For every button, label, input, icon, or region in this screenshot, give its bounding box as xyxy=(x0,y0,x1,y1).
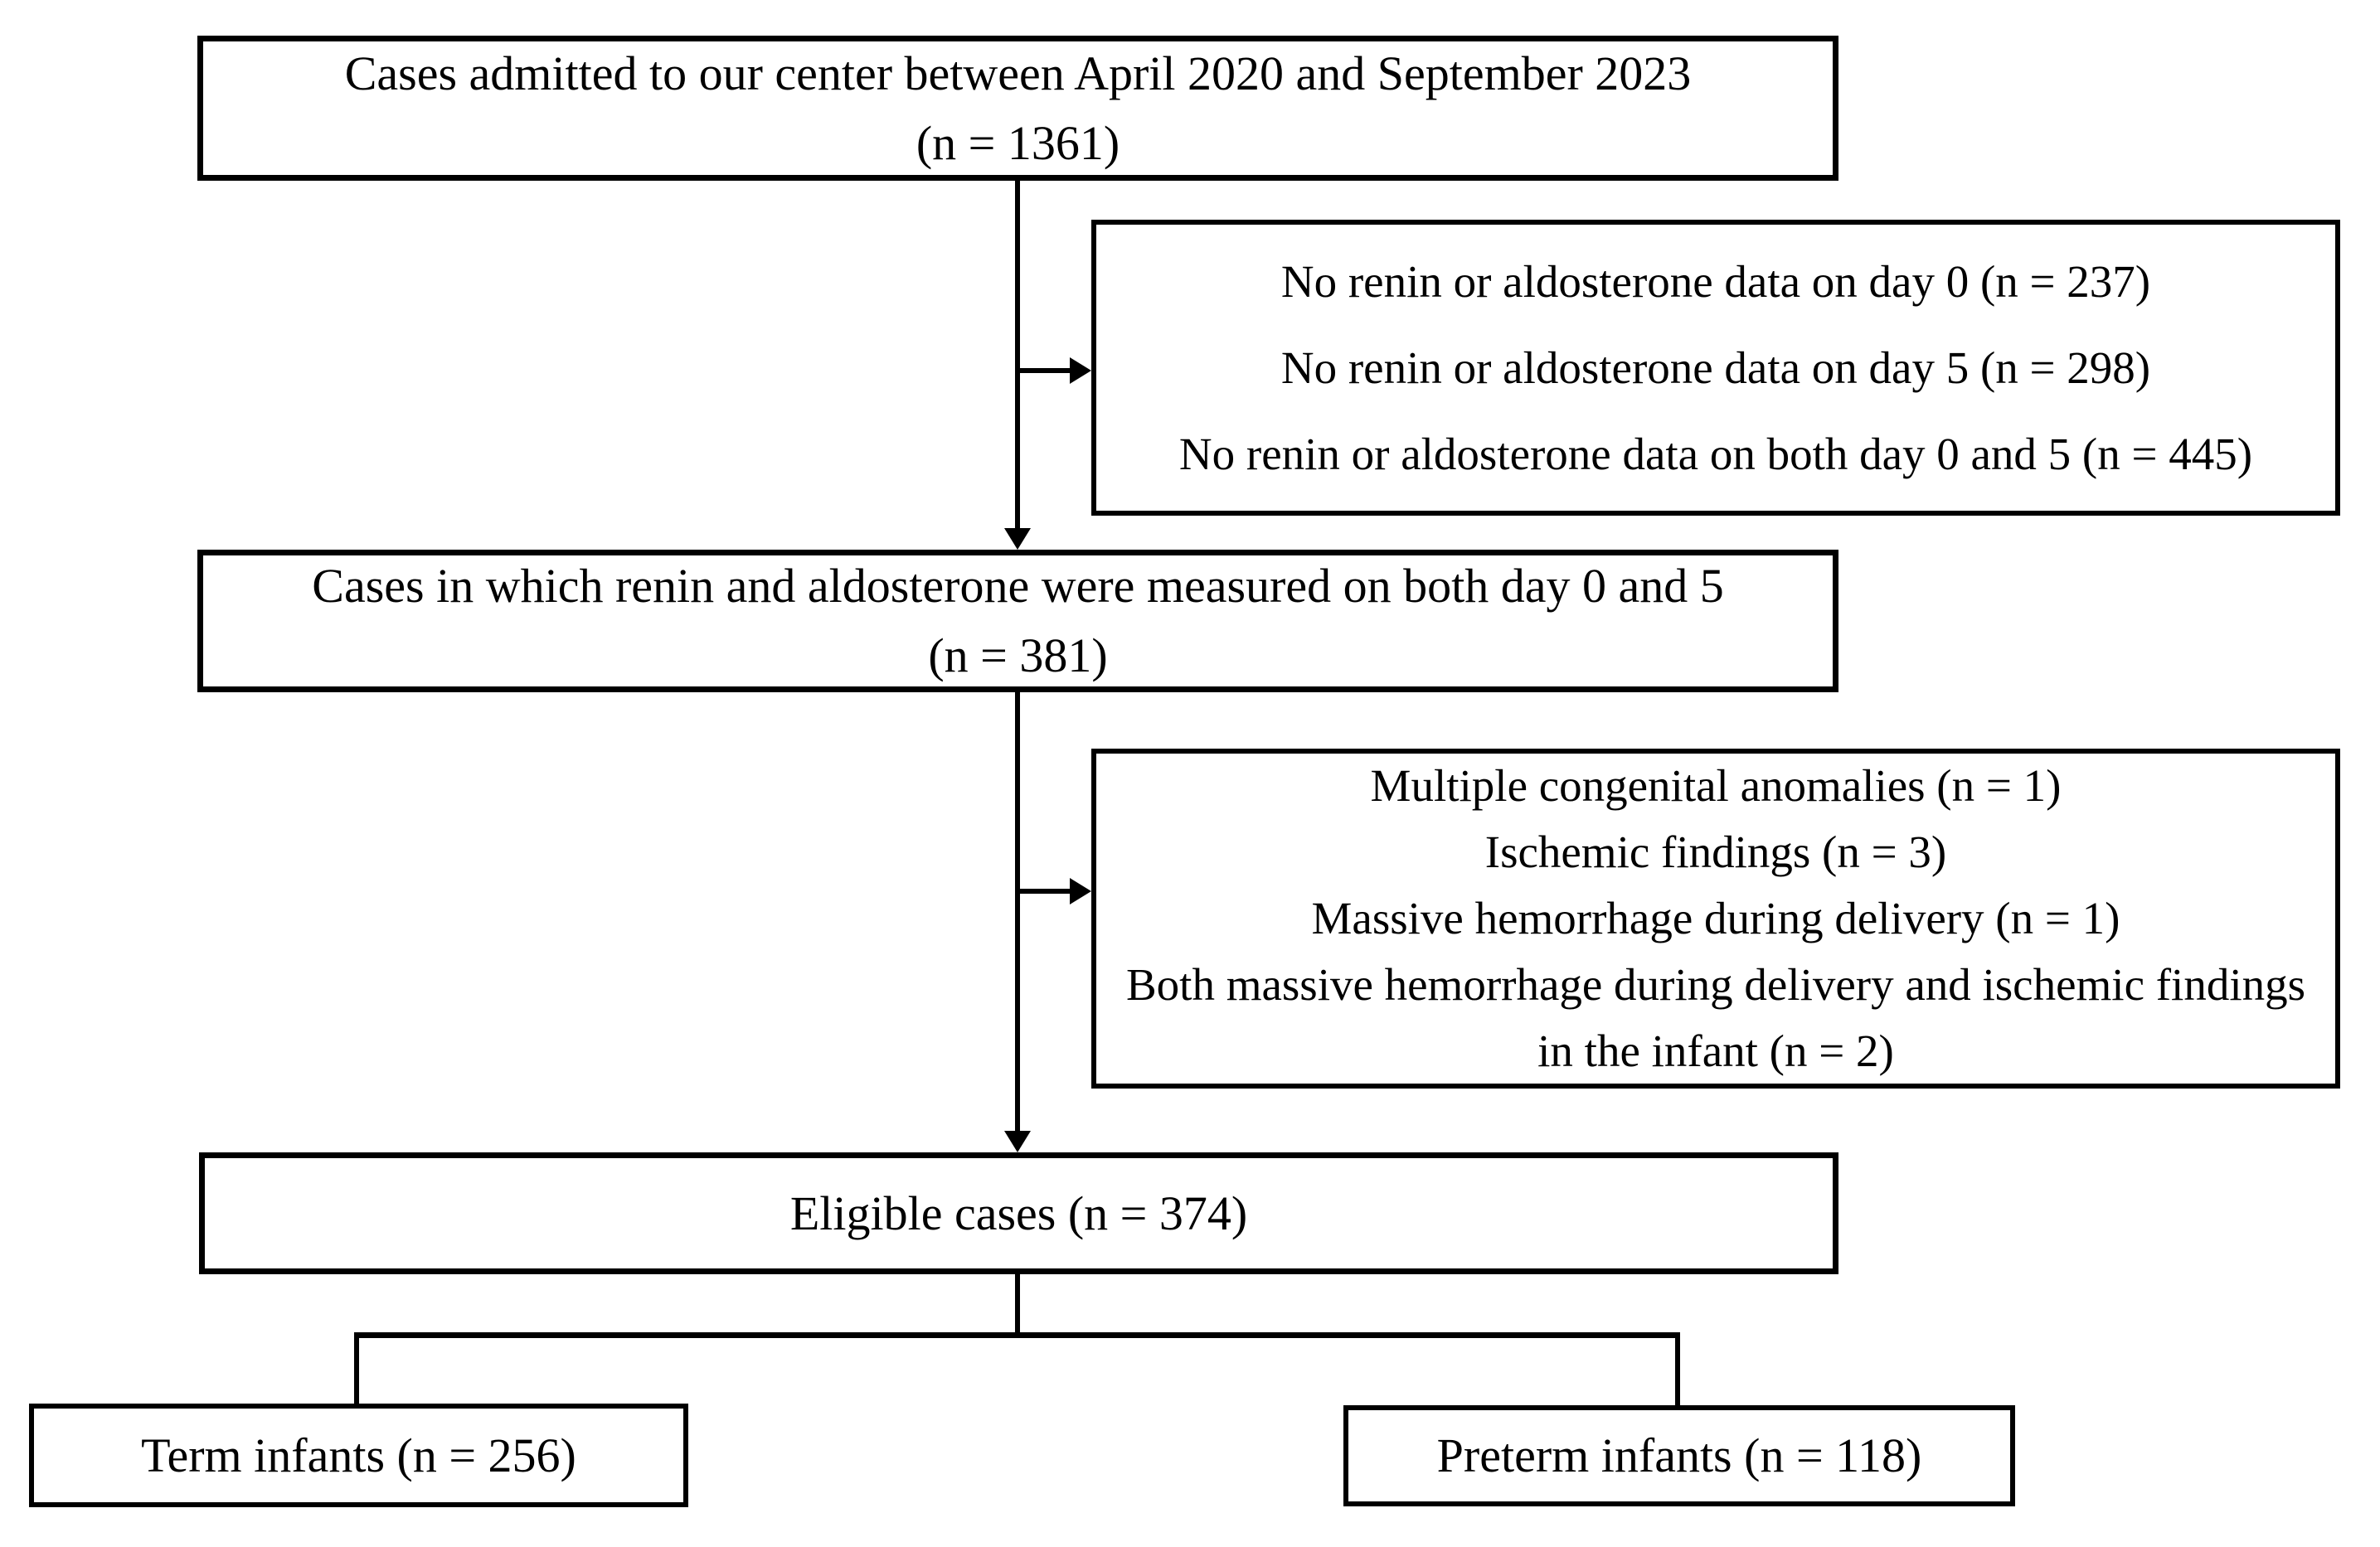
admitted-cases-text: Cases admitted to our center between Apr… xyxy=(344,46,1692,100)
exclusion-line: Both massive hemorrhage during delivery … xyxy=(1125,959,2306,1076)
exclusion-line: No renin or aldosterone data on both day… xyxy=(1178,428,2253,479)
node-exclusion-clinical: Multiple congenital anomalies (n = 1) Is… xyxy=(1091,749,2340,1089)
connector-measured-to-eligible xyxy=(1015,690,1020,1132)
arrowhead-into-measured xyxy=(1004,528,1031,550)
admitted-cases-count: (n = 1361) xyxy=(916,115,1120,170)
node-exclusion-missing-data: No renin or aldosterone data on day 0 (n… xyxy=(1091,220,2340,516)
exclusion-line: Ischemic findings (n = 3) xyxy=(1484,827,1947,877)
arrowhead-into-eligible xyxy=(1004,1131,1031,1152)
exclusion-line: No renin or aldosterone data on day 5 (n… xyxy=(1280,342,2151,393)
node-preterm-infants: Preterm infants (n = 118) xyxy=(1343,1405,2015,1506)
node-measured-cases: Cases in which renin and aldosterone wer… xyxy=(197,550,1838,692)
node-eligible-cases: Eligible cases (n = 374) xyxy=(199,1152,1838,1274)
preterm-infants-label: Preterm infants (n = 118) xyxy=(1436,1428,1922,1482)
measured-cases-text: Cases in which renin and aldosterone wer… xyxy=(312,559,1724,613)
connector-branch-exclusion2 xyxy=(1015,889,1071,894)
arrowhead-into-exclusion2 xyxy=(1070,878,1091,904)
exclusion-line: Massive hemorrhage during delivery (n = … xyxy=(1311,893,2120,943)
eligible-cases-label: Eligible cases (n = 374) xyxy=(789,1186,1248,1240)
node-term-infants: Term infants (n = 256) xyxy=(29,1404,688,1507)
node-admitted-cases: Cases admitted to our center between Apr… xyxy=(197,36,1838,181)
connector-drop-term xyxy=(354,1332,359,1405)
connector-eligible-stem xyxy=(1015,1272,1020,1337)
arrowhead-into-exclusion1 xyxy=(1070,357,1091,384)
measured-cases-count: (n = 381) xyxy=(928,628,1108,682)
connector-split-horizontal xyxy=(354,1332,1680,1338)
term-infants-label: Term infants (n = 256) xyxy=(141,1428,576,1482)
exclusion-line: Multiple congenital anomalies (n = 1) xyxy=(1370,760,2062,811)
connector-admitted-to-measured xyxy=(1015,178,1020,530)
exclusion-line: No renin or aldosterone data on day 0 (n… xyxy=(1280,255,2151,307)
connector-drop-preterm xyxy=(1675,1332,1680,1407)
connector-branch-exclusion1 xyxy=(1015,368,1071,373)
